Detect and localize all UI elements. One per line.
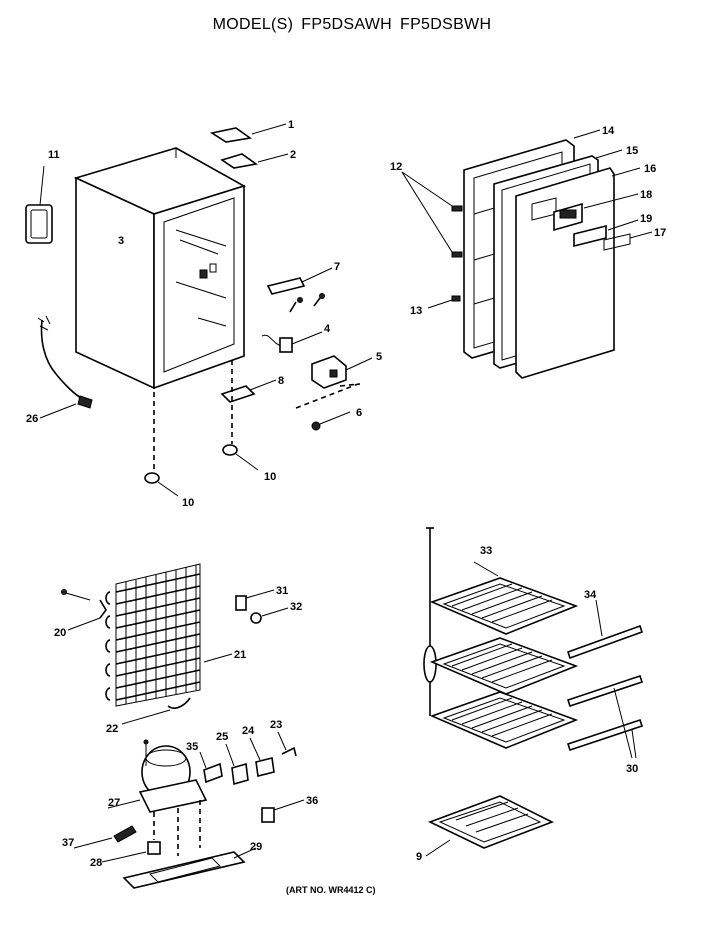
callout-16: 16 — [644, 163, 656, 175]
leveling-legs — [144, 360, 259, 497]
top-trim-piece-2 — [220, 153, 259, 169]
callout-12: 12 — [390, 161, 402, 173]
callout-8: 8 — [278, 375, 284, 387]
callout-11: 11 — [48, 149, 60, 161]
callout-6: 6 — [356, 407, 362, 419]
callout-15: 15 — [626, 145, 638, 157]
callout-1: 1 — [288, 119, 294, 131]
callout-36: 36 — [306, 795, 318, 807]
callout-13: 13 — [410, 305, 422, 317]
shelves-and-evaporator — [423, 527, 644, 857]
callout-24: 24 — [242, 725, 255, 737]
callout-35: 35 — [186, 741, 198, 753]
callout-4: 4 — [324, 323, 331, 335]
power-cord — [37, 315, 93, 419]
callout-7: 7 — [334, 261, 340, 273]
title-prefix: MODEL(S) — [212, 16, 294, 33]
callout-5: 5 — [376, 351, 382, 363]
callout-27: 27 — [108, 797, 120, 809]
callout-14: 14 — [602, 125, 615, 137]
callout-29: 29 — [250, 841, 262, 853]
callout-21: 21 — [234, 649, 246, 661]
door-assembly — [401, 129, 653, 379]
callout-19: 19 — [640, 213, 652, 225]
callout-17: 17 — [654, 227, 666, 239]
callout-26: 26 — [26, 413, 38, 425]
diagram-title: MODEL(S) FP5DSAWH FP5DSBWH — [0, 16, 704, 34]
top-trim-piece — [209, 127, 253, 143]
callout-25: 25 — [216, 731, 228, 743]
wall-bracket — [25, 165, 53, 244]
callout-28: 28 — [90, 857, 102, 869]
callout-37: 37 — [62, 837, 74, 849]
callout-10a: 10 — [182, 497, 194, 509]
condenser-coil — [61, 563, 233, 725]
cabinet — [73, 147, 247, 390]
callout-2: 2 — [290, 149, 296, 161]
callout-10b: 10 — [264, 471, 276, 483]
art-number: (ART NO. WR4412 C) — [286, 885, 376, 895]
callout-20: 20 — [54, 627, 66, 639]
compressor-assembly — [73, 731, 305, 889]
callout-32: 32 — [290, 601, 302, 613]
callout-18: 18 — [640, 189, 652, 201]
model-number-2: FP5DSBWH — [400, 16, 492, 33]
callout-33: 33 — [480, 545, 492, 557]
callout-34: 34 — [584, 589, 597, 601]
callout-30: 30 — [626, 763, 638, 775]
callout-31: 31 — [276, 585, 288, 597]
callout-9: 9 — [416, 851, 422, 863]
mounting-clip-and-grommet — [235, 589, 289, 624]
callout-3: 3 — [118, 235, 124, 247]
callout-labels: 1 2 3 4 5 6 7 8 9 10 10 11 12 13 14 15 1… — [26, 119, 666, 869]
model-number-1: FP5DSAWH — [301, 16, 393, 33]
thermostat-parts — [220, 267, 373, 431]
callout-22: 22 — [106, 723, 118, 735]
callout-23: 23 — [270, 719, 282, 731]
